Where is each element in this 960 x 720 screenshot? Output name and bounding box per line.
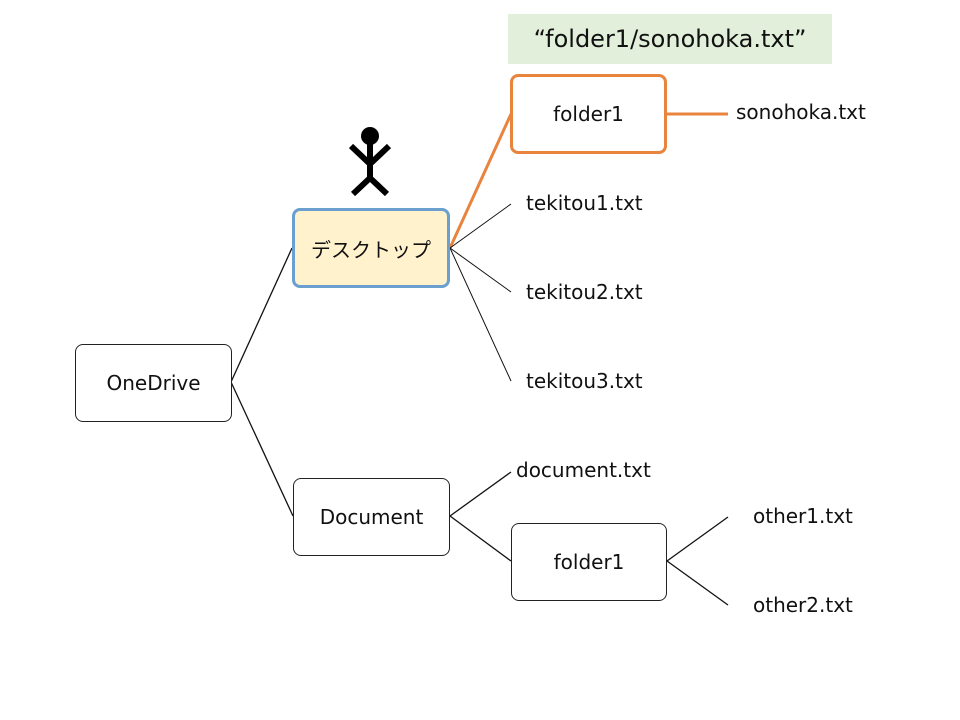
- node-desktop-label: デスクトップ: [311, 237, 431, 262]
- file-other2[interactable]: other2.txt: [753, 593, 853, 617]
- edge-onedrive-document: [230, 381, 294, 517]
- path-banner: “folder1/sonohoka.txt”: [508, 14, 832, 64]
- file-tekitou3[interactable]: tekitou3.txt: [526, 369, 643, 393]
- node-document-folder1[interactable]: folder1: [511, 523, 667, 601]
- stick-figure-icon: [348, 127, 392, 197]
- edge-document-folder1: [449, 515, 512, 562]
- edge-folder1-other2: [666, 560, 729, 606]
- edge-onedrive-desktop: [230, 247, 293, 383]
- node-desktop-folder1[interactable]: folder1: [510, 74, 667, 154]
- node-document[interactable]: Document: [293, 478, 450, 556]
- edge-desktop-folder1: [448, 113, 513, 249]
- edge-desktop-tekitou3: [449, 247, 512, 382]
- edge-desktop-tekitou2: [449, 247, 512, 293]
- node-desktop-folder1-label: folder1: [553, 102, 624, 126]
- node-desktop[interactable]: デスクトップ: [292, 208, 450, 288]
- node-onedrive[interactable]: OneDrive: [75, 344, 232, 422]
- node-document-folder1-label: folder1: [553, 550, 625, 574]
- file-other1[interactable]: other1.txt: [753, 504, 853, 528]
- edge-folder1-other1: [666, 516, 729, 562]
- file-tekitou1[interactable]: tekitou1.txt: [526, 191, 643, 215]
- node-onedrive-label: OneDrive: [106, 371, 201, 395]
- node-document-label: Document: [319, 505, 424, 529]
- edge-document-documenttxt: [449, 471, 512, 517]
- edge-desktop-tekitou1: [449, 203, 512, 249]
- file-tekitou2[interactable]: tekitou2.txt: [526, 280, 643, 304]
- file-sonohoka[interactable]: sonohoka.txt: [736, 100, 866, 124]
- path-banner-text: “folder1/sonohoka.txt”: [533, 25, 807, 53]
- file-document-txt[interactable]: document.txt: [516, 458, 651, 482]
